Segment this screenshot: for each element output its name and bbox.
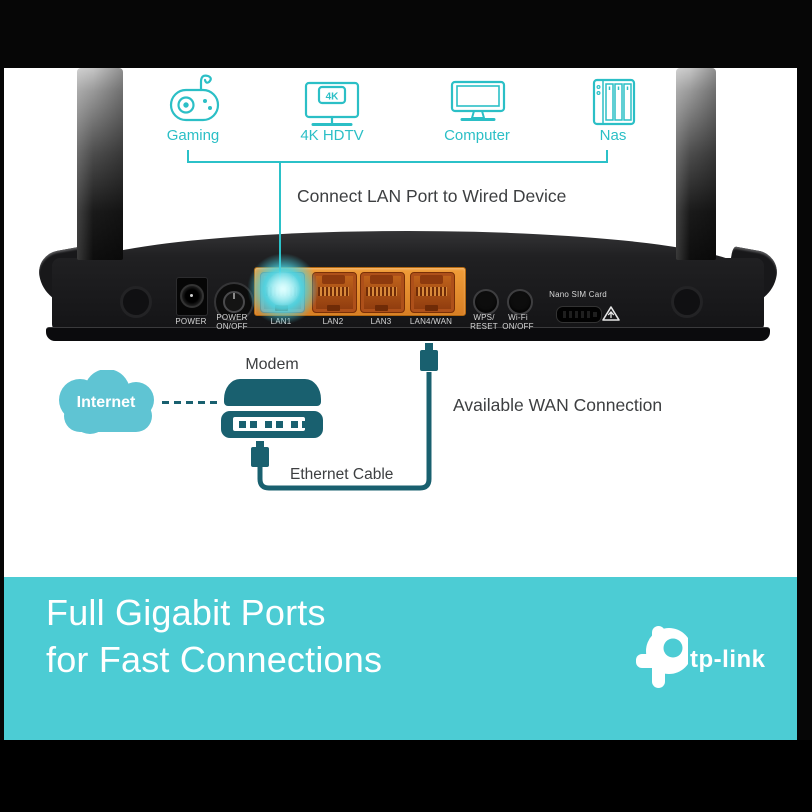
lan1-active-glow-core [266,272,300,306]
wifi-on-off-label: Wi-Fi ON/OFF [490,313,546,331]
router-plug-tab [425,343,433,351]
top-letterbox-bar [0,0,812,68]
router-plug [420,350,438,371]
right-antenna-connector [671,286,703,318]
wps-reset-label-line1: WPS/ [473,313,495,322]
left-antenna [77,68,123,260]
nano-sim-label: Nano SIM Card [549,290,607,299]
left-antenna-connector [120,286,152,318]
marketing-banner: Full Gigabit Ports for Fast Connections … [4,577,797,740]
lan2-label: LAN2 [322,317,344,326]
modem-plug [251,447,269,467]
bottom-letterbox-bar [0,740,812,812]
tv-label: 4K HDTV [300,127,364,144]
wifi-on-off-button [507,289,533,315]
lan2-port [312,272,357,313]
power-switch-label-line2: ON/OFF [216,321,248,331]
left-letterbox-strip [0,68,4,740]
right-antenna [676,68,716,260]
wps-reset-label-line2: RESET [470,321,498,331]
banner-headline: Full Gigabit Ports for Fast Connections [46,589,382,683]
game-controller-icon [169,74,220,122]
power-switch-label: POWER ON/OFF [204,313,260,331]
tp-link-wordmark: tp-link [690,646,766,673]
wifi-on-off-label-line2: ON/OFF [502,321,534,331]
devices-bracket-line [187,150,608,163]
wps-reset-button [473,289,499,315]
nas-label: Nas [599,127,627,144]
banner-headline-line2: for Fast Connections [46,639,383,680]
tp-link-logo-mark [636,626,692,688]
nas-icon [592,78,636,126]
lan4-wan-label: LAN4/WAN [409,317,453,326]
tv-4k-badge: 4K [326,92,340,103]
internet-modem-dashed-link [162,401,222,404]
ethernet-cable-label: Ethernet Cable [290,466,394,483]
lan3-label: LAN3 [370,317,392,326]
power-switch-label-line1: POWER [216,313,248,322]
power-on-off-button [214,282,254,322]
modem-led-strip [233,417,309,431]
lan4-wan-port [410,272,455,313]
modem-top-body [224,379,321,406]
dc-power-jack [176,277,208,316]
banner-headline-line1: Full Gigabit Ports [46,592,326,633]
right-letterbox-strip [797,68,812,740]
tp-link-logo: tp-link [636,622,796,694]
sim-eject-icon [602,306,620,321]
wifi-on-off-label-line1: Wi-Fi [508,313,528,322]
power-jack-label: POWER [175,317,207,326]
nano-sim-slot [556,306,602,323]
router-base-edge [46,327,770,341]
computer-label: Computer [444,127,510,144]
internet-cloud [59,370,154,434]
computer-monitor-icon [450,80,506,121]
modem-label: Modem [245,356,299,373]
lan3-port [360,272,405,313]
internet-label: Internet [76,394,136,411]
lan1-pointer-line [279,163,281,284]
tv-4k-icon: 4K [304,81,360,126]
gaming-label: Gaming [166,127,220,144]
wps-reset-label: WPS/ RESET [456,313,512,331]
lan-caption: Connect LAN Port to Wired Device [297,186,567,206]
available-wan-label: Available WAN Connection [453,395,663,415]
